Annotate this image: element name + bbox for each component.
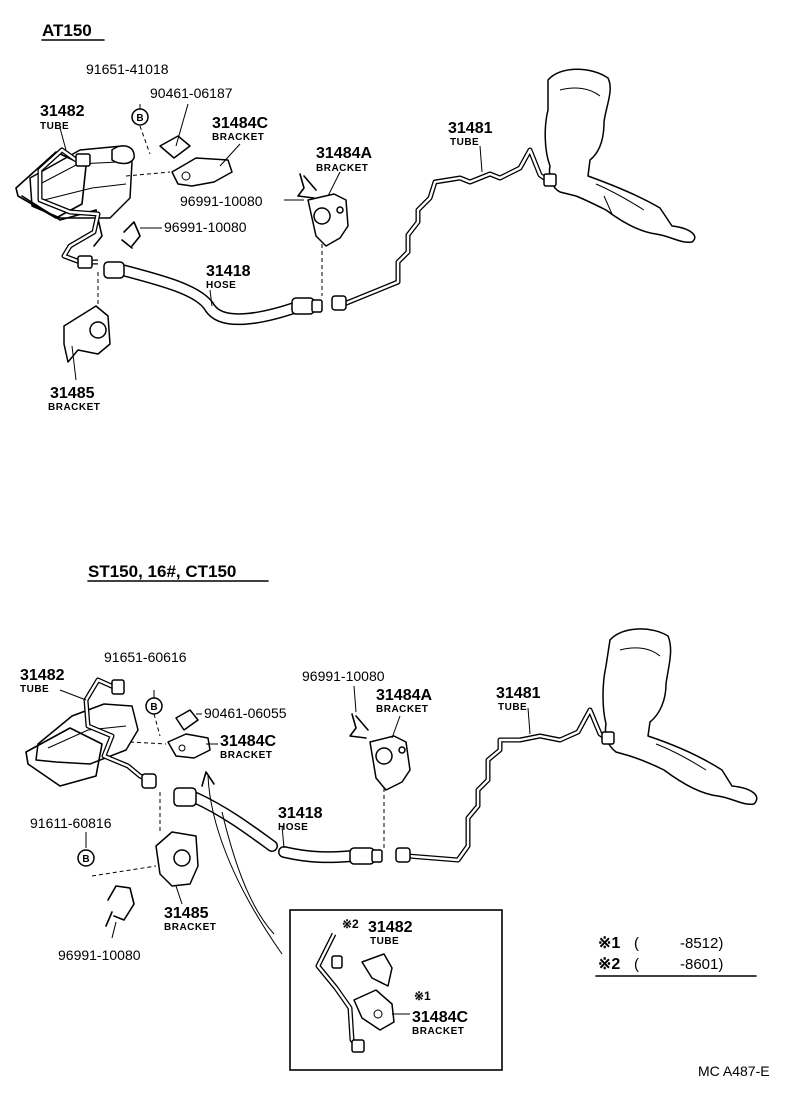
label-31485-sub: BRACKET (48, 402, 100, 413)
label-31484c: 31484C (212, 115, 268, 132)
note-mark-1: ※1 (598, 935, 620, 952)
label-96991-10080-center: 96991-10080 (180, 193, 263, 209)
note-mark-2: ※2 (598, 956, 620, 973)
plate-90461-top (159, 135, 191, 159)
tube-31481-bottom (395, 707, 615, 863)
label-90461-06187: 90461-06187 (150, 85, 233, 101)
clip-96991-top-left (121, 221, 162, 249)
label-31418: 31418 (278, 805, 323, 822)
tube-31482-top (37, 147, 101, 269)
section-at150: AT150 (15, 21, 696, 413)
detail-inset: ※2 31482 TUBE ※1 31484C BRACKET (289, 909, 503, 1071)
hose-31418-top (103, 261, 323, 326)
label-31484c-sub: BRACKET (220, 750, 272, 761)
hose-31418-bottom (173, 787, 383, 865)
label-31485-sub: BRACKET (164, 922, 216, 933)
label-31485: 31485 (50, 385, 95, 402)
label-31481: 31481 (496, 685, 541, 702)
label-31484a-sub: BRACKET (316, 163, 368, 174)
bolt-91651-bottom: B (145, 690, 163, 737)
label-91651-60616: 91651-60616 (104, 649, 187, 665)
inset-label-31482-sub: TUBE (370, 936, 399, 947)
applicability-notes: ※1 ( -8512) ※2 ( -8601) (595, 935, 757, 977)
master-cylinder-top (544, 68, 696, 244)
label-96991-10080-left: 96991-10080 (58, 947, 141, 963)
label-31485: 31485 (164, 905, 209, 922)
inset-label-31484c: 31484C (412, 1009, 468, 1026)
release-cylinder-bottom (25, 703, 139, 787)
label-31481: 31481 (448, 120, 493, 137)
label-90461-06055: 90461-06055 (204, 705, 287, 721)
label-31482-sub: TUBE (20, 684, 49, 695)
clip-96991-top-center (284, 173, 317, 201)
label-91651-41018: 91651-41018 (86, 61, 169, 77)
note-range-2: -8601) (680, 956, 723, 973)
label-96991-10080-center: 96991-10080 (302, 668, 385, 684)
bracket-31484c-top (125, 143, 241, 187)
label-31484a-sub: BRACKET (376, 704, 428, 715)
tube-31482-bottom (83, 677, 157, 789)
plate-90461-bottom (175, 709, 199, 731)
label-31484a: 31484A (316, 145, 372, 162)
section-st150: ST150, 16#, CT150 (20, 562, 758, 1071)
label-96991-10080-left: 96991-10080 (164, 219, 247, 235)
detail-arrow (201, 771, 283, 955)
section-title-at150: AT150 (42, 21, 92, 40)
inset-mark-2: ※2 (342, 917, 359, 931)
label-31482-sub: TUBE (40, 121, 69, 132)
note-open-2: ( (634, 956, 639, 973)
inset-label-31484c-sub: BRACKET (412, 1026, 464, 1037)
bracket-31485-bottom (91, 792, 199, 905)
label-31482: 31482 (20, 667, 65, 684)
section-title-st150: ST150, 16#, CT150 (88, 562, 236, 581)
label-31484c-sub: BRACKET (212, 132, 264, 143)
tube-31481-top (331, 147, 557, 311)
label-31481-sub: TUBE (498, 702, 527, 713)
figure-code: MC A487-E (698, 1063, 770, 1079)
bolt-91651-top: B (131, 104, 151, 155)
label-31484c: 31484C (220, 733, 276, 750)
bracket-31484a-top (307, 171, 349, 296)
label-31482: 31482 (40, 103, 85, 120)
bolt-symbol: B (136, 113, 143, 124)
bracket-31484a-bottom (369, 715, 411, 848)
inset-mark-1: ※1 (414, 989, 431, 1003)
bolt-91611-bottom: B (77, 832, 95, 867)
master-cylinder-bottom (602, 628, 758, 806)
label-31418: 31418 (206, 263, 251, 280)
label-31418-sub: HOSE (206, 280, 236, 291)
clip-96991-bottom-center (349, 685, 369, 739)
bracket-31484c-bottom (129, 733, 218, 759)
note-open-1: ( (634, 935, 639, 952)
label-91611-60816: 91611-60816 (30, 815, 112, 831)
label-31484a: 31484A (376, 687, 432, 704)
label-31481-sub: TUBE (450, 137, 479, 148)
clip-96991-bottom-left (105, 885, 135, 939)
label-31418-sub: HOSE (278, 822, 308, 833)
bolt-symbol: B (150, 702, 157, 713)
release-cylinder-top (15, 145, 135, 247)
bracket-31485-top (63, 272, 111, 381)
inset-label-31482: 31482 (368, 919, 413, 936)
note-range-1: -8512) (680, 935, 723, 952)
bolt-symbol: B (82, 854, 89, 865)
